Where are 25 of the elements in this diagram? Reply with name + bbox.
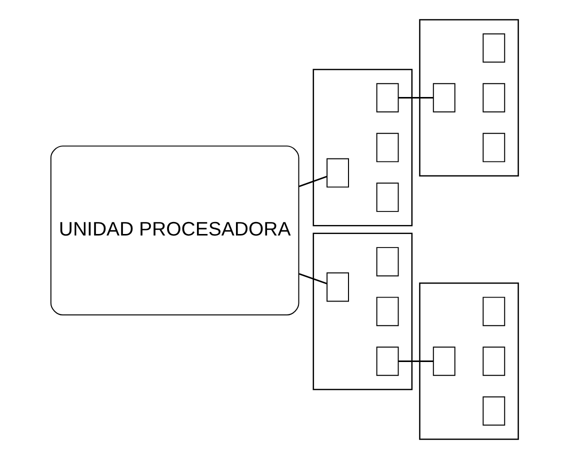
cluster: [418, 19, 518, 176]
node-box: UNIDAD PROCESADORA: [50, 146, 299, 316]
node-box: [482, 296, 505, 326]
cluster: [312, 68, 412, 226]
node-box: [482, 132, 505, 162]
node-box: [482, 33, 505, 63]
node-box: [482, 396, 505, 426]
node-box: [376, 296, 398, 326]
node-box: [482, 83, 505, 112]
node-box: [326, 272, 348, 302]
node-box: [482, 346, 505, 376]
cluster: [312, 232, 412, 390]
node-box: [376, 182, 398, 212]
connector: [298, 176, 327, 188]
node-box: [432, 83, 455, 112]
node-box: [376, 247, 398, 276]
node-box: [432, 346, 455, 376]
connector: [298, 273, 327, 284]
node-box: [376, 83, 398, 112]
node-box: [326, 158, 348, 188]
cluster: [418, 282, 518, 440]
node-box: [376, 346, 398, 376]
connector: [398, 97, 433, 98]
node-box: [376, 132, 398, 162]
connector: [398, 360, 433, 362]
